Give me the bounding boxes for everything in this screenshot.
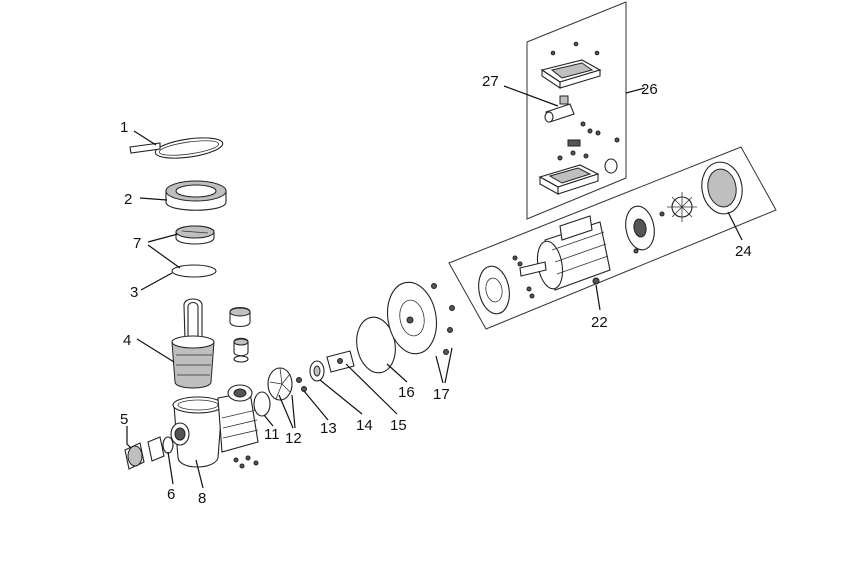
label-27: 27 — [482, 73, 499, 90]
label-1: 1 — [120, 119, 128, 136]
label-14: 14 — [356, 417, 373, 434]
label-3: 3 — [130, 284, 138, 301]
part-15-seal-plate — [326, 350, 355, 373]
control-box-terminals — [567, 121, 620, 147]
label-5: 5 — [120, 411, 128, 428]
label-12: 12 — [285, 430, 302, 447]
label-15: 15 — [390, 417, 407, 434]
motor-body — [519, 215, 611, 291]
label-13: 13 — [320, 420, 337, 437]
callout-labels: 1 2 7 3 4 5 6 8 11 12 13 14 15 16 17 22 … — [120, 73, 752, 507]
part-2-lid-ring — [165, 180, 227, 211]
control-box-frame — [526, 1, 627, 220]
label-6: 6 — [167, 486, 175, 503]
label-22: 22 — [591, 314, 608, 331]
motor-rear-cover — [625, 205, 655, 251]
motor-screws — [512, 211, 665, 299]
part-24-fan-cover — [701, 161, 743, 215]
label-17: 17 — [433, 386, 450, 403]
part-11-diffuser-ring — [253, 391, 271, 417]
label-16: 16 — [398, 384, 415, 401]
motor-assembly-frame — [448, 146, 777, 330]
part-8-pump-housing — [170, 384, 259, 469]
label-7: 7 — [133, 235, 141, 252]
part-17-back-plate — [387, 281, 455, 355]
part-3-o-ring — [171, 264, 217, 278]
part-14-seal — [309, 360, 325, 382]
part-16-gasket — [356, 316, 396, 374]
part-12-impeller — [267, 367, 293, 401]
control-box-lid — [540, 59, 602, 90]
part-6-gasket — [162, 436, 174, 454]
label-11: 11 — [264, 426, 280, 443]
motor-front-flange — [478, 265, 510, 315]
part-7-cover — [175, 225, 215, 245]
label-26: 26 — [641, 81, 658, 98]
part-5-union — [124, 436, 165, 470]
leader-lines — [126, 85, 743, 489]
control-box-screws-top — [550, 41, 600, 56]
label-8: 8 — [198, 490, 206, 507]
label-2: 2 — [124, 191, 132, 208]
part-4-strainer-basket — [171, 298, 215, 389]
part-1-lid-key — [129, 137, 224, 159]
union-fittings — [229, 306, 251, 363]
control-box-base — [538, 150, 618, 195]
label-4: 4 — [123, 332, 131, 349]
motor-fan — [667, 192, 697, 222]
part-27-capacitor — [544, 95, 575, 123]
part-13-washers — [296, 377, 307, 392]
label-24: 24 — [735, 243, 752, 260]
